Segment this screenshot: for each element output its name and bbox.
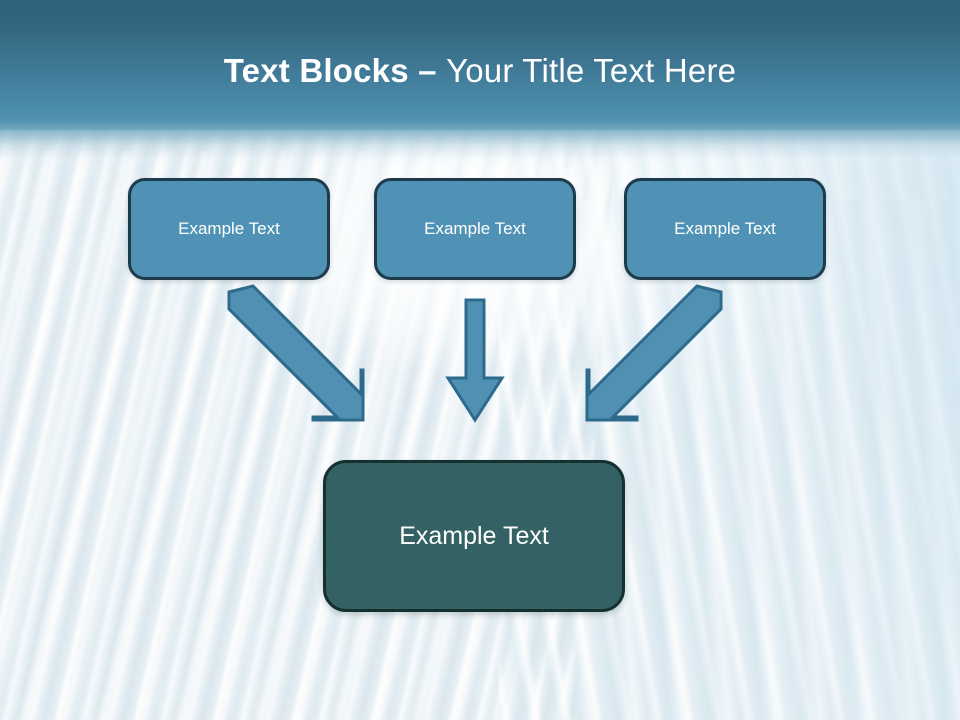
text-block-3-label: Example Text	[674, 219, 776, 238]
arrow-down-icon	[445, 298, 505, 423]
text-block-2[interactable]: Example Text	[374, 178, 576, 280]
page-title: Text Blocks – Your Title Text Here	[0, 51, 960, 91]
page-title-bold: Text Blocks	[223, 52, 409, 89]
text-block-2-label: Example Text	[424, 219, 526, 238]
page-title-rest: Your Title Text Here	[446, 52, 737, 89]
text-block-result[interactable]: Example Text	[323, 460, 625, 612]
arrow-down-left-icon	[585, 284, 723, 422]
header-fade	[0, 122, 960, 168]
arrow-down-right-icon	[227, 284, 365, 422]
text-block-1-label: Example Text	[178, 219, 280, 238]
text-block-result-label: Example Text	[399, 521, 549, 550]
header-band	[0, 0, 960, 130]
text-block-1[interactable]: Example Text	[128, 178, 330, 280]
page-title-dash: –	[408, 52, 447, 89]
text-block-3[interactable]: Example Text	[624, 178, 826, 280]
